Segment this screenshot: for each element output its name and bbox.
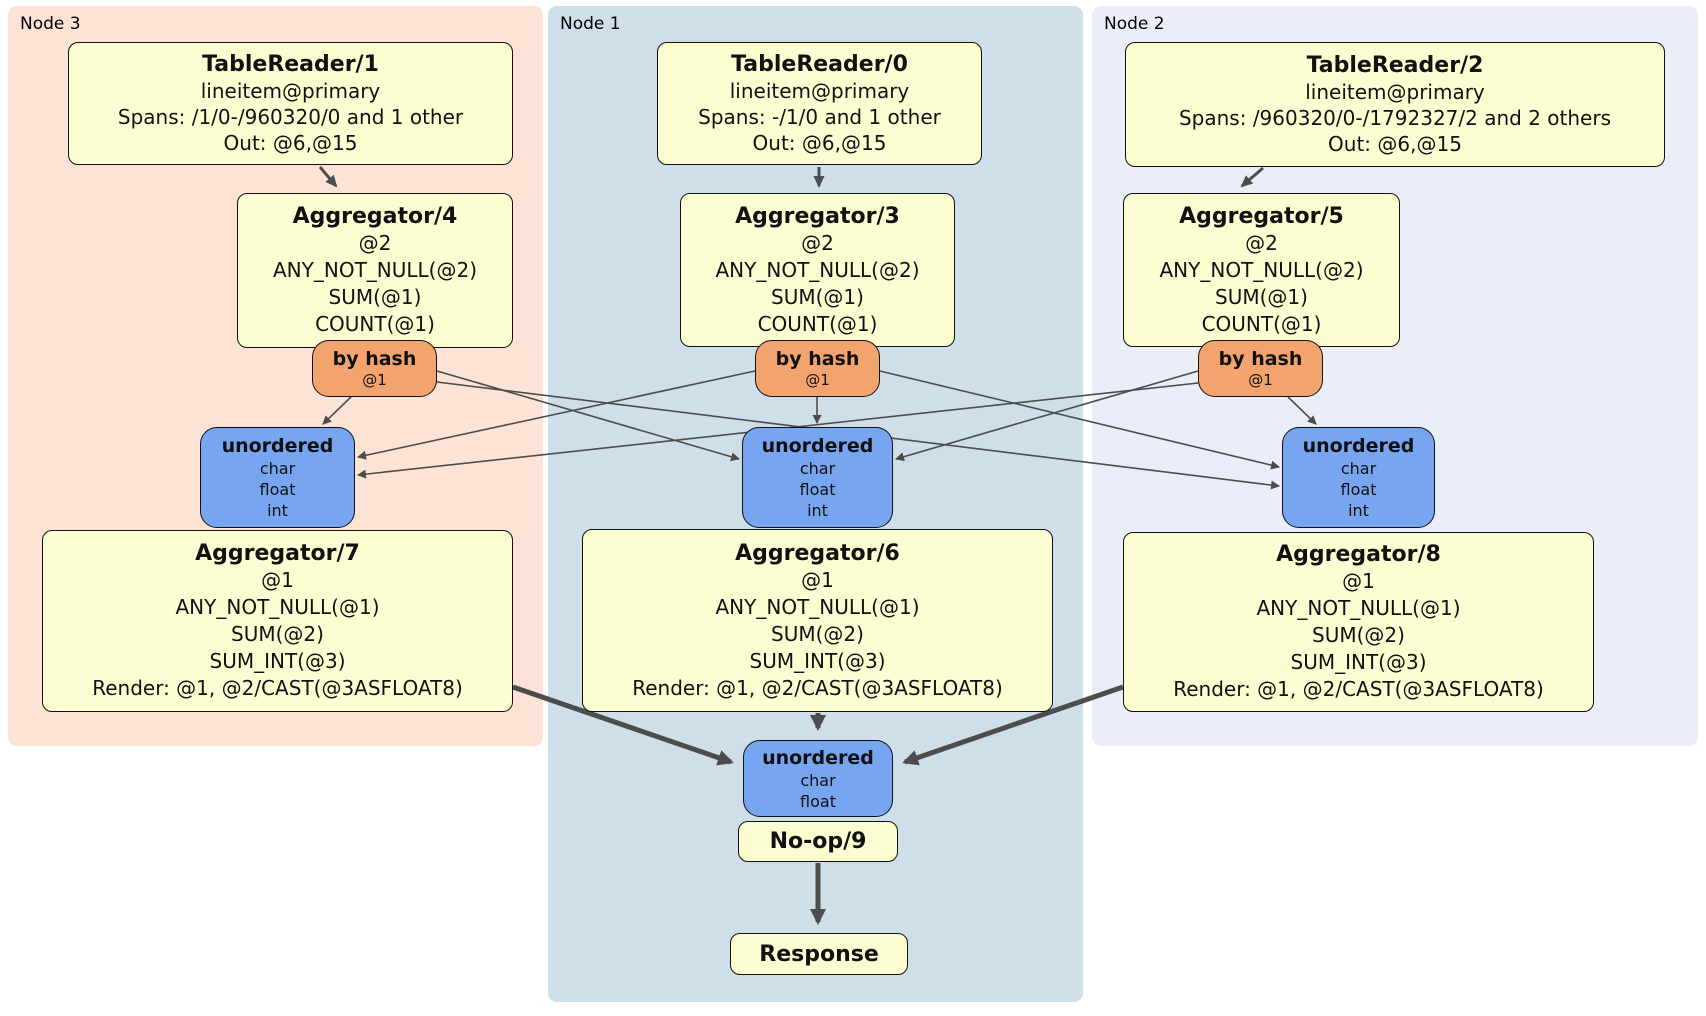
unordered-sync-node1: unordered char float int [742, 427, 893, 528]
processor-detail: @2 [801, 230, 834, 255]
processor-detail: Render: @1, @2/CAST(@3ASFLOAT8) [92, 676, 463, 700]
node1-label: Node 1 [560, 14, 621, 34]
processor-title: TableReader/2 [1306, 53, 1484, 78]
router-detail: @1 [1248, 370, 1273, 389]
sync-title: unordered [221, 435, 334, 457]
processor-detail: Out: @6,@15 [1328, 132, 1462, 156]
tablereader-0-box: TableReader/0 lineitem@primary Spans: -/… [657, 42, 982, 165]
processor-detail: ANY_NOT_NULL(@2) [273, 258, 477, 282]
sync-detail: char [800, 770, 836, 790]
processor-detail: Out: @6,@15 [752, 131, 887, 155]
aggregator-6-box: Aggregator/6 @1 ANY_NOT_NULL(@1) SUM(@2)… [582, 529, 1053, 712]
router-detail: @1 [805, 370, 830, 389]
aggregator-3-box: Aggregator/3 @2 ANY_NOT_NULL(@2) SUM(@1)… [680, 193, 955, 347]
processor-detail: Out: @6,@15 [223, 131, 358, 155]
sync-detail: int [807, 501, 828, 520]
processor-detail: ANY_NOT_NULL(@2) [715, 257, 920, 282]
processor-detail: Spans: /1/0-/960320/0 and 1 other [117, 105, 464, 129]
hash-router-node3: by hash @1 [312, 340, 437, 397]
sync-detail: float [799, 480, 836, 499]
processor-detail: SUM(@2) [1312, 623, 1405, 647]
edge-ag8-finalsync [902, 684, 1124, 766]
processor-detail: lineitem@primary [1305, 80, 1485, 104]
processor-detail: Render: @1, @2/CAST(@3ASFLOAT8) [632, 675, 1003, 700]
processor-title: Response [759, 941, 879, 967]
processor-title: TableReader/0 [731, 52, 908, 77]
sync-title: unordered [762, 746, 874, 769]
node2-label: Node 2 [1104, 14, 1165, 34]
processor-detail: ANY_NOT_NULL(@1) [715, 594, 920, 619]
processor-detail: SUM(@1) [328, 285, 422, 309]
edge-tr2-ag5 [1240, 166, 1264, 188]
processor-detail: ANY_NOT_NULL(@1) [175, 595, 380, 619]
aggregator-5-box: Aggregator/5 @2 ANY_NOT_NULL(@2) SUM(@1)… [1123, 193, 1400, 347]
noop-9-box: No-op/9 [738, 821, 898, 862]
aggregator-4-box: Aggregator/4 @2 ANY_NOT_NULL(@2) SUM(@1)… [237, 193, 513, 348]
processor-detail: ANY_NOT_NULL(@2) [1159, 257, 1364, 282]
edge-hash1-sync3 [357, 370, 756, 460]
aggregator-8-box: Aggregator/8 @1 ANY_NOT_NULL(@1) SUM(@2)… [1123, 532, 1594, 712]
tablereader-1-box: TableReader/1 lineitem@primary Spans: /1… [68, 42, 513, 165]
edge-hash3-sync3 [322, 395, 353, 425]
processor-detail: @1 [1342, 569, 1375, 593]
edge-hash3-sync1 [436, 370, 740, 462]
sync-title: unordered [761, 435, 874, 457]
processor-title: No-op/9 [769, 829, 867, 854]
node3-label: Node 3 [20, 14, 81, 34]
sync-detail: float [800, 791, 836, 811]
router-title: by hash [332, 347, 417, 370]
processor-detail: COUNT(@1) [315, 312, 435, 336]
router-title: by hash [775, 347, 860, 370]
processor-detail: Spans: -/1/0 and 1 other [698, 105, 941, 129]
processor-detail: Render: @1, @2/CAST(@3ASFLOAT8) [1173, 677, 1544, 701]
processor-detail: ANY_NOT_NULL(@1) [1256, 596, 1461, 620]
processor-detail: @2 [358, 231, 392, 255]
sync-title: unordered [1302, 435, 1415, 457]
processor-detail: lineitem@primary [200, 79, 381, 103]
sync-detail: float [259, 480, 296, 499]
processor-detail: Spans: /960320/0-/1792327/2 and 2 others [1178, 106, 1611, 130]
edge-tr1-ag4 [318, 166, 338, 188]
sync-detail: char [1340, 459, 1377, 478]
processor-title: TableReader/1 [202, 52, 379, 77]
processor-title: Aggregator/3 [735, 203, 900, 229]
processor-title: Aggregator/8 [1276, 542, 1441, 567]
hash-router-node1: by hash @1 [755, 340, 880, 397]
aggregator-7-box: Aggregator/7 @1 ANY_NOT_NULL(@1) SUM(@2)… [42, 530, 513, 712]
sync-detail: char [799, 459, 836, 478]
edge-ag7-finalsync [512, 684, 734, 766]
processor-detail: SUM(@2) [231, 622, 324, 646]
processor-detail: SUM_INT(@3) [749, 648, 886, 673]
processor-detail: @1 [801, 567, 834, 592]
processor-detail: SUM_INT(@3) [209, 649, 346, 673]
sync-detail: int [267, 501, 288, 520]
processor-title: Aggregator/5 [1179, 203, 1344, 229]
edge-hash1-sync2 [879, 370, 1280, 470]
processor-title: Aggregator/6 [735, 540, 900, 566]
unordered-sync-node3: unordered char float int [200, 427, 355, 528]
sync-detail: float [1340, 480, 1377, 499]
processor-title: Aggregator/7 [195, 541, 360, 566]
processor-detail: @1 [261, 568, 294, 592]
processor-detail: SUM(@1) [771, 284, 864, 309]
processor-detail: SUM(@2) [771, 621, 864, 646]
response-box: Response [730, 933, 908, 975]
processor-detail: SUM_INT(@3) [1290, 650, 1427, 674]
tablereader-2-box: TableReader/2 lineitem@primary Spans: /9… [1125, 42, 1665, 167]
processor-title: Aggregator/4 [292, 204, 458, 229]
hash-router-node2: by hash @1 [1198, 340, 1323, 397]
processor-detail: COUNT(@1) [757, 311, 878, 336]
processor-detail: SUM(@1) [1215, 284, 1308, 309]
processor-detail: lineitem@primary [729, 79, 910, 103]
router-detail: @1 [362, 370, 387, 389]
router-title: by hash [1218, 347, 1303, 370]
sync-detail: int [1348, 501, 1369, 520]
unordered-sync-node2: unordered char float int [1282, 427, 1435, 528]
processor-detail: @2 [1245, 230, 1278, 255]
sync-detail: char [259, 459, 296, 478]
edge-hash2-sync2 [1287, 396, 1317, 425]
processor-detail: COUNT(@1) [1201, 311, 1322, 336]
edge-hash2-sync1 [895, 370, 1199, 462]
unordered-sync-final: unordered char float [743, 740, 893, 817]
